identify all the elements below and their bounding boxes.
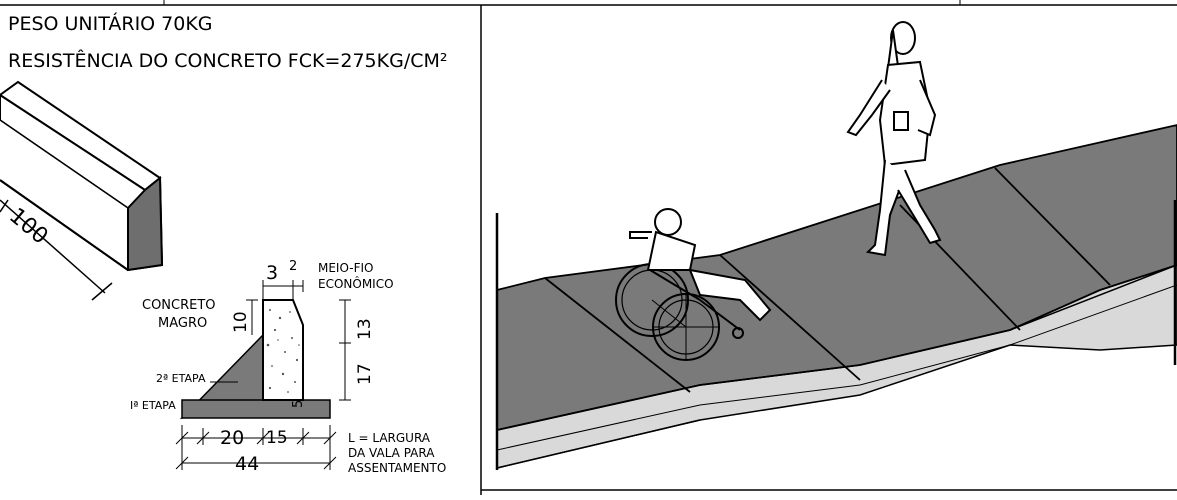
- dim-total-44: 44: [235, 453, 259, 475]
- ramp-scene: [495, 124, 1177, 470]
- concreto-label: CONCRETO: [142, 298, 216, 313]
- cross-section: [175, 280, 351, 470]
- dim-right-17: 17: [355, 363, 375, 385]
- largura-label-1: L = LARGURA: [348, 431, 431, 445]
- length-dimension: [0, 199, 113, 301]
- segunda-etapa-label: 2ª ETAPA: [156, 372, 206, 385]
- economico-label: ECONÔMICO: [318, 276, 394, 291]
- curb-section: [262, 299, 304, 401]
- wheelchair-user-figure: [615, 208, 772, 361]
- resistencia-concreto-text: RESISTÊNCIA DO CONCRETO FCK=275KG/CM²: [8, 49, 448, 72]
- concrete-speckle: [266, 309, 300, 393]
- dim-right-13: 13: [355, 318, 375, 340]
- magro-label: MAGRO: [158, 316, 207, 331]
- walking-woman-figure: [846, 21, 942, 257]
- primeira-etapa-label: Iª ETAPA: [130, 399, 176, 412]
- dim-base-5: 5: [291, 400, 306, 408]
- peso-unitario-text: PESO UNITÁRIO 70KG: [8, 12, 213, 35]
- dim-bottom-20: 20: [220, 427, 244, 449]
- dim-top-2: 2: [289, 259, 297, 274]
- dim-bottom-15: 15: [266, 428, 288, 448]
- curb-block-3d: [0, 80, 164, 272]
- meio-fio-label: MEIO-FIO: [318, 261, 373, 275]
- dim-left-10: 10: [231, 311, 251, 333]
- first-stage-base: [181, 399, 331, 419]
- dim-top-3: 3: [266, 262, 278, 284]
- largura-label-3: ASSENTAMENTO: [348, 461, 446, 475]
- largura-label-2: DA VALA PARA: [348, 446, 435, 460]
